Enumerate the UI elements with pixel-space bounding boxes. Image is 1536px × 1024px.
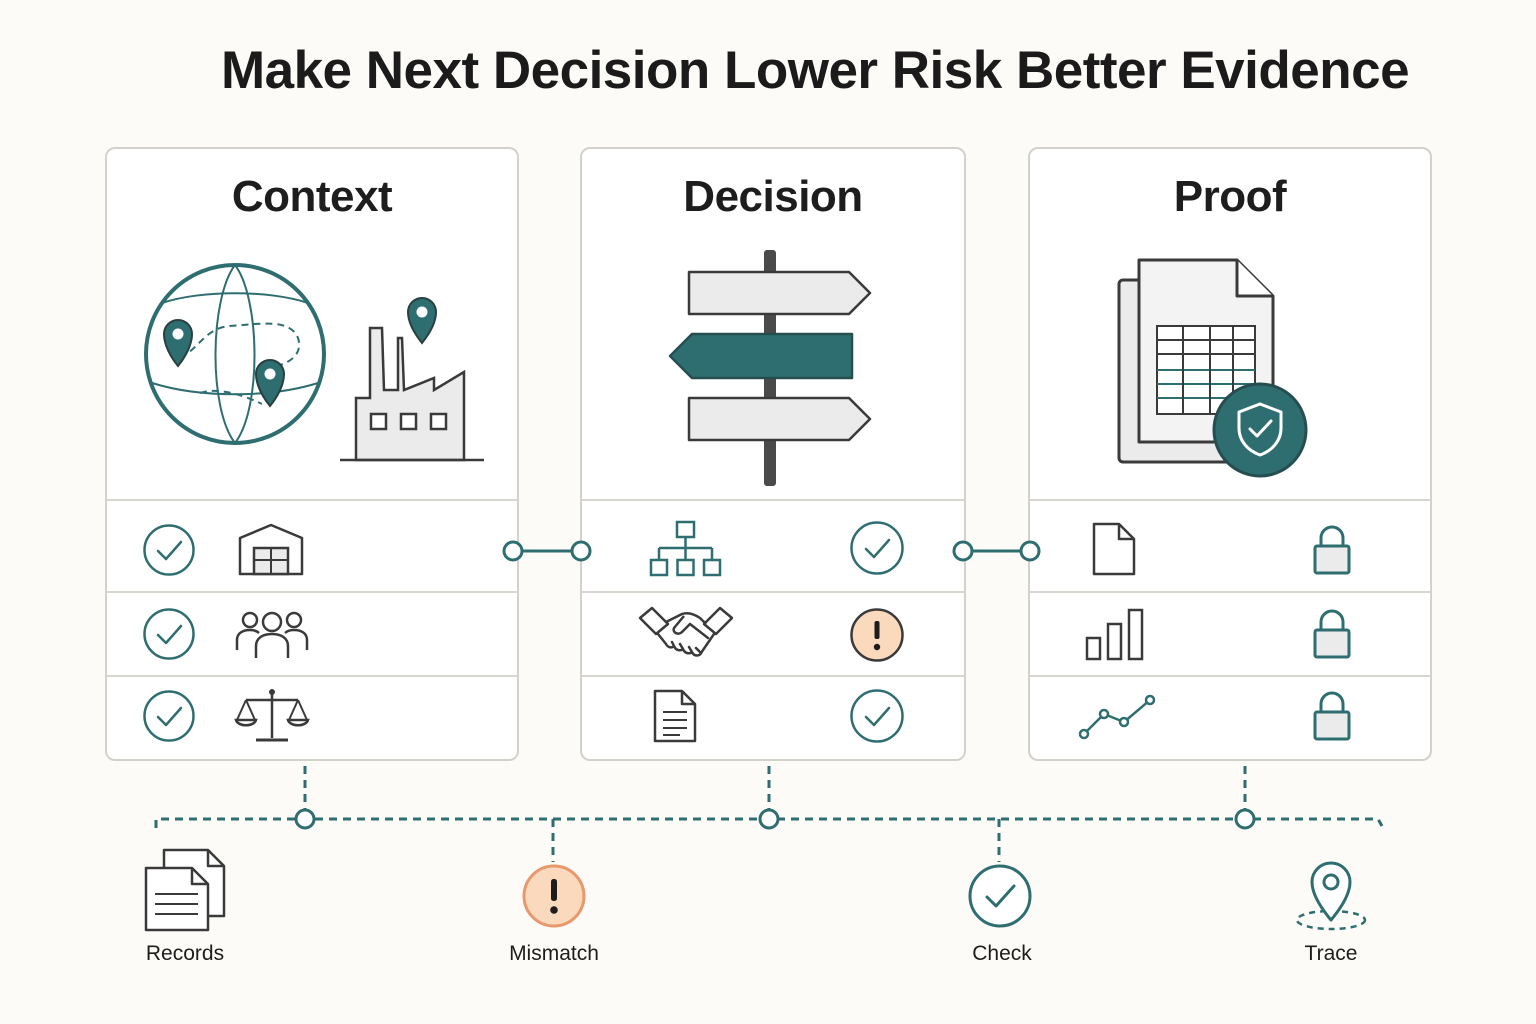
check-label: Check — [972, 942, 1032, 965]
check-icon — [143, 690, 195, 742]
globe-with-pins-icon — [144, 263, 326, 445]
records-icon — [144, 848, 226, 932]
proof-row-divider — [1030, 675, 1430, 677]
warning-icon — [522, 864, 586, 928]
context-row-divider — [107, 675, 517, 677]
warning-icon — [850, 608, 904, 662]
decision-row-divider — [582, 675, 964, 677]
mismatch-label: Mismatch — [509, 942, 599, 965]
page-title: Make Next Decision Lower Risk Better Evi… — [220, 41, 1410, 100]
decision-row-divider — [582, 591, 964, 593]
context-row-divider — [107, 591, 517, 593]
records-label: Records — [145, 942, 225, 965]
connector-decision-proof — [952, 540, 1041, 562]
check-icon — [850, 689, 904, 743]
bar-chart-icon — [1085, 608, 1144, 661]
people-group-icon — [235, 611, 309, 658]
proof-panel-title: Proof — [1173, 172, 1287, 221]
decision-row-divider — [582, 499, 964, 501]
context-panel-title: Context — [231, 172, 393, 221]
lock-icon — [1313, 609, 1351, 659]
signpost-icon — [668, 250, 872, 486]
lock-icon — [1313, 691, 1351, 741]
lock-icon — [1313, 525, 1351, 575]
proof-row-divider — [1030, 591, 1430, 593]
org-chart-icon — [649, 520, 722, 577]
proof-row-divider — [1030, 499, 1430, 501]
warehouse-icon — [238, 523, 304, 576]
connector-context-decision — [502, 540, 592, 562]
trace-label: Trace — [1304, 942, 1358, 965]
file-icon — [1092, 522, 1136, 576]
factory-icon — [340, 297, 484, 462]
handshake-icon — [638, 606, 734, 657]
decision-panel-title: Decision — [683, 172, 863, 221]
check-icon — [968, 864, 1032, 928]
check-icon — [143, 524, 195, 576]
check-icon — [143, 608, 195, 660]
balance-scale-icon — [234, 689, 310, 742]
line-chart-icon — [1078, 694, 1156, 740]
location-trace-icon — [1295, 861, 1367, 931]
context-row-divider — [107, 499, 517, 501]
check-icon — [850, 521, 904, 575]
spreadsheet-shield-icon — [1117, 258, 1308, 478]
document-icon — [653, 689, 697, 743]
timeline — [154, 766, 1384, 862]
